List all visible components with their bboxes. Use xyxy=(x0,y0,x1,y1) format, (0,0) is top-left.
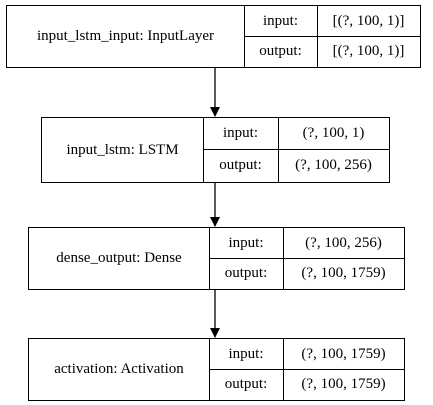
input-label: input: xyxy=(209,228,284,259)
output-shape: (?, 100, 256) xyxy=(295,157,372,173)
input-label: input: xyxy=(203,118,279,150)
input-label: input: xyxy=(209,339,284,370)
input-label: input: xyxy=(244,6,318,37)
output-label: output: xyxy=(209,258,284,289)
node-lstm: input_lstm: LSTM input: (?, 100, 1) outp… xyxy=(41,117,390,183)
input-shape: (?, 100, 1) xyxy=(278,118,389,150)
input-shape: [(?, 100, 1)] xyxy=(317,6,420,37)
output-shape: (?, 100, 1759) xyxy=(301,376,386,392)
output-shape: [(?, 100, 1)] xyxy=(332,43,405,59)
output-label: output: xyxy=(203,149,279,182)
node-name: dense_output: Dense xyxy=(29,228,210,289)
output-label: output: xyxy=(209,369,284,400)
node-name: input_lstm: LSTM xyxy=(42,118,204,182)
output-shape: (?, 100, 1759) xyxy=(301,265,386,281)
node-dense: dense_output: Dense input: (?, 100, 256)… xyxy=(28,227,405,290)
node-input-layer: input_lstm_input: InputLayer input: [(?,… xyxy=(6,5,421,68)
input-shape: (?, 100, 1759) xyxy=(283,339,404,370)
node-name: activation: Activation xyxy=(29,339,210,400)
node-activation: activation: Activation input: (?, 100, 1… xyxy=(28,338,405,401)
output-label: output: xyxy=(244,36,318,67)
node-name: input_lstm_input: InputLayer xyxy=(7,6,245,67)
input-shape: (?, 100, 256) xyxy=(283,228,404,259)
